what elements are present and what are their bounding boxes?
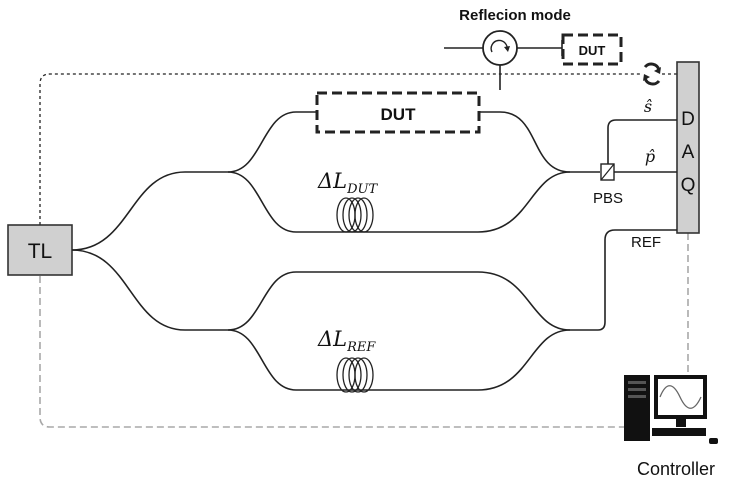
dut-reflection-box bbox=[561, 33, 623, 66]
dut-arm-lower bbox=[227, 171, 571, 233]
fiber-to-ref-coupler bbox=[71, 249, 228, 331]
dut-main-box bbox=[315, 91, 481, 134]
dut-main-label: DUT bbox=[381, 105, 417, 124]
dut-arm-upper-right bbox=[478, 111, 571, 173]
computer-icon bbox=[624, 375, 718, 444]
reflection-mode-title: Reflecion mode bbox=[459, 7, 571, 24]
fiber-to-dut-coupler bbox=[71, 171, 228, 251]
pbs-icon bbox=[600, 163, 615, 181]
ref-label: REF bbox=[631, 234, 661, 251]
delta-l-ref-label: ΔLREF bbox=[317, 327, 376, 355]
s-output-fiber bbox=[607, 119, 677, 164]
dut-reflection-label: DUT bbox=[579, 43, 606, 58]
ref-arm-lower bbox=[227, 329, 571, 391]
tl-label: TL bbox=[28, 240, 53, 263]
pbs-label: PBS bbox=[593, 190, 623, 207]
fiber-coil-icon bbox=[336, 197, 374, 233]
tl-box bbox=[7, 224, 73, 276]
daq-letter-q: Q bbox=[681, 175, 696, 196]
controller-label: Controller bbox=[637, 459, 715, 479]
control-dashed-line bbox=[39, 276, 624, 428]
trigger-dashed-line bbox=[39, 73, 640, 225]
daq-letter-d: D bbox=[681, 109, 695, 130]
p-hat-label: p̂ bbox=[645, 147, 655, 166]
ref-fiber-to-daq bbox=[570, 229, 677, 331]
dut-arm-upper-left bbox=[227, 111, 318, 173]
circulator-icon bbox=[482, 30, 518, 66]
ref-arm-upper bbox=[227, 271, 571, 331]
daq-letter-a: A bbox=[682, 142, 695, 163]
refresh-cycle-icon bbox=[643, 62, 661, 86]
delta-l-dut-label: ΔLDUT bbox=[317, 169, 379, 197]
fiber-coil-icon bbox=[336, 357, 374, 393]
s-hat-label: ŝ bbox=[644, 97, 652, 116]
daq-box bbox=[676, 61, 700, 234]
